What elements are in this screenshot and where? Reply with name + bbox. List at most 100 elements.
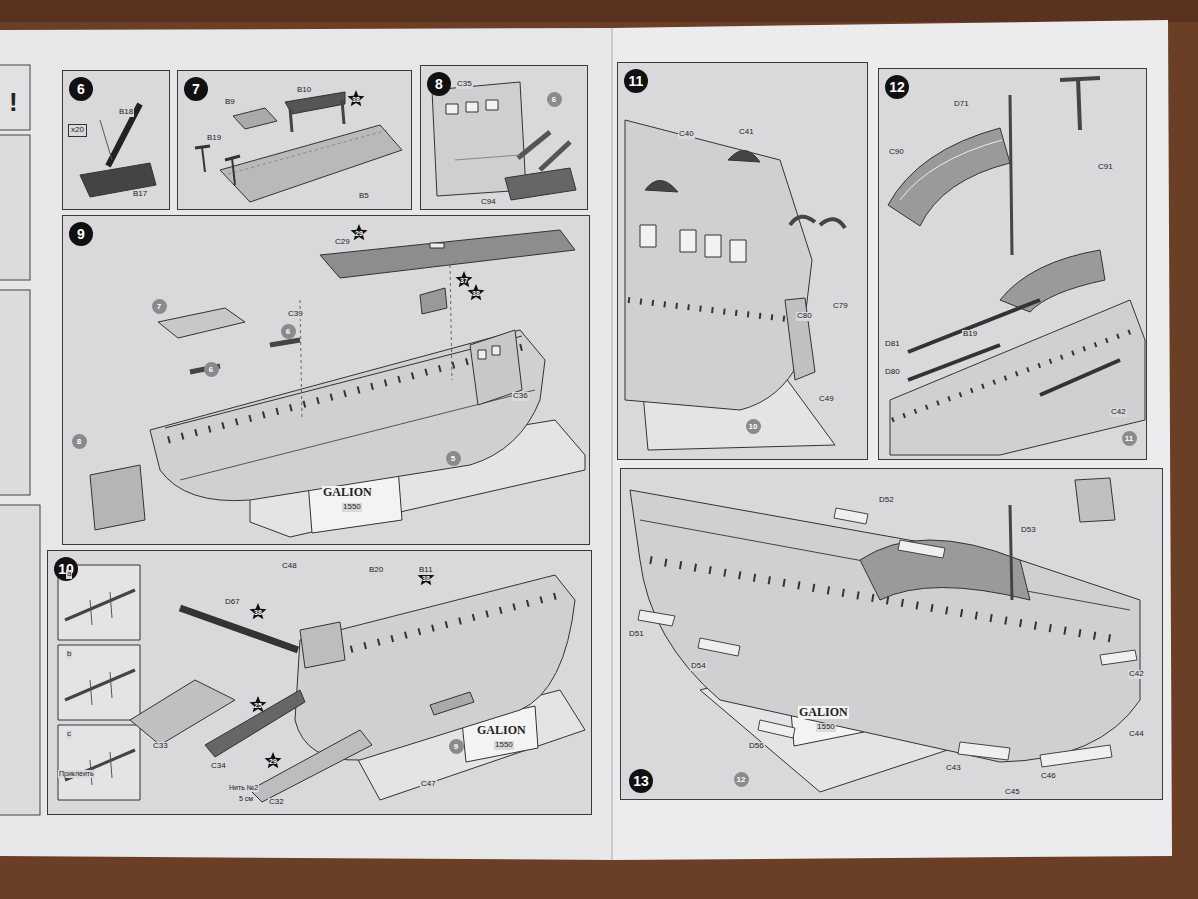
- step-panel: 12 11: [878, 68, 1147, 460]
- part-label: Приклеить: [58, 770, 95, 778]
- step-number: 7: [184, 77, 208, 101]
- part-label: b: [66, 650, 72, 659]
- subassembly-circle: 11: [1122, 431, 1137, 446]
- paint-number: 37: [455, 271, 473, 291]
- part-label: B17: [132, 190, 148, 199]
- part-label: C94: [480, 198, 497, 207]
- part-label: B10: [296, 86, 312, 95]
- paint-number: 38: [347, 90, 365, 110]
- paint-star: 37: [455, 271, 473, 289]
- part-label: B19: [206, 134, 222, 143]
- subassembly-number: 10: [749, 422, 758, 431]
- subassembly-circle: 5: [446, 451, 461, 466]
- part-label: C43: [945, 764, 962, 773]
- part-label: B9: [224, 98, 236, 107]
- part-label: B20: [368, 566, 384, 575]
- stand-plaque-text: GALION: [798, 706, 849, 719]
- part-label: Нить №2: [228, 784, 259, 792]
- part-label: C41: [738, 128, 755, 137]
- step-panel: 86: [420, 65, 588, 210]
- paint-star: 29: [350, 224, 368, 242]
- part-label: c: [66, 730, 72, 739]
- subassembly-circle: 10: [746, 419, 761, 434]
- part-label: D54: [690, 662, 707, 671]
- part-label: D71: [953, 100, 970, 109]
- part-label: 5 см: [238, 795, 254, 803]
- part-label: C80: [796, 312, 813, 321]
- part-label: D51: [628, 630, 645, 639]
- part-label: B11: [418, 566, 434, 575]
- paint-number: 29: [350, 224, 368, 244]
- part-label: D80: [884, 368, 901, 377]
- part-label: 1550: [816, 723, 836, 732]
- step-number: 13: [629, 769, 653, 793]
- paint-number: 25: [249, 696, 267, 716]
- part-label: 1550: [342, 503, 362, 512]
- part-label: C42: [1110, 408, 1127, 417]
- part-label: C40: [678, 130, 695, 139]
- step-number: 8: [427, 72, 451, 96]
- part-label: D67: [224, 598, 241, 607]
- step-panel: 13 12: [620, 468, 1163, 800]
- part-label: C79: [832, 302, 849, 311]
- part-label: C29: [334, 238, 351, 247]
- subassembly-circle: 6: [204, 362, 219, 377]
- subassembly-circle: 9: [449, 739, 464, 754]
- part-label: C32: [268, 798, 285, 807]
- subassembly-number: 7: [157, 302, 161, 311]
- paint-number: 38: [249, 603, 267, 623]
- paint-star: 25: [249, 696, 267, 714]
- part-label: C49: [818, 395, 835, 404]
- part-label: C34: [210, 762, 227, 771]
- part-label: D56: [748, 742, 765, 751]
- part-label: C45: [1004, 788, 1021, 797]
- stand-plaque-text: GALION: [322, 486, 373, 499]
- part-label: C33: [152, 742, 169, 751]
- paint-star: 29: [264, 752, 282, 770]
- paint-star: 38: [347, 90, 365, 108]
- step-panel: 10938382529: [47, 550, 592, 815]
- subassembly-circle: 6: [281, 324, 296, 339]
- paint-number: 29: [264, 752, 282, 772]
- part-label: D52: [878, 496, 895, 505]
- quantity-box: x20: [68, 124, 87, 137]
- part-label: D53: [1020, 526, 1037, 535]
- part-label: C35: [456, 80, 473, 89]
- part-label: C48: [281, 562, 298, 571]
- part-label: C44: [1128, 730, 1145, 739]
- subassembly-circle: 12: [734, 772, 749, 787]
- subassembly-number: 6: [286, 327, 290, 336]
- part-label: C42: [1128, 670, 1145, 679]
- part-label: C91: [1097, 163, 1114, 172]
- step-number: 9: [69, 222, 93, 246]
- paint-number: 38: [467, 284, 485, 304]
- warning-mark: !: [8, 88, 19, 117]
- part-label: C47: [420, 780, 437, 789]
- step-number: 11: [624, 69, 648, 93]
- subassembly-number: 9: [454, 742, 458, 751]
- step-number: 12: [885, 75, 909, 99]
- paint-star: 38: [249, 603, 267, 621]
- subassembly-circle: 6: [547, 92, 562, 107]
- part-label: 1550: [494, 741, 514, 750]
- subassembly-number: 11: [1125, 434, 1133, 443]
- part-label: B18: [118, 108, 134, 117]
- subassembly-circle: 8: [72, 434, 87, 449]
- subassembly-circle: 7: [152, 299, 167, 314]
- part-label: C46: [1040, 772, 1057, 781]
- part-label: a: [66, 570, 72, 579]
- paint-star: 38: [467, 284, 485, 302]
- part-label: C36: [512, 392, 529, 401]
- subassembly-number: 6: [552, 95, 556, 104]
- subassembly-number: 8: [77, 437, 81, 446]
- step-panel: 6: [62, 70, 170, 210]
- stand-plaque-text: GALION: [476, 724, 527, 737]
- part-label: C39: [287, 310, 304, 319]
- part-label: B5: [358, 192, 370, 201]
- part-label: B19: [962, 330, 978, 339]
- subassembly-number: 5: [451, 454, 455, 463]
- part-label: D81: [884, 340, 901, 349]
- step-number: 6: [69, 77, 93, 101]
